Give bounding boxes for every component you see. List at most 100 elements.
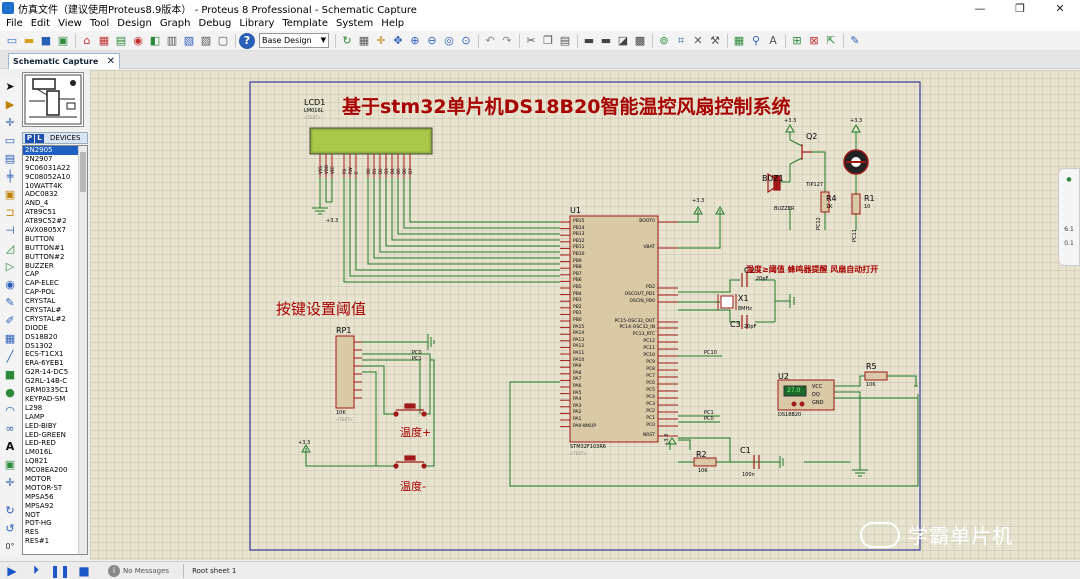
device-item[interactable]: AT89C51 bbox=[25, 208, 57, 217]
copy-icon[interactable]: ❐ bbox=[543, 33, 553, 47]
device-item[interactable]: ADC0832 bbox=[25, 190, 58, 199]
device-item[interactable]: BUTTON#2 bbox=[25, 252, 65, 261]
stop-icon[interactable]: ■ bbox=[78, 563, 90, 578]
device-item[interactable]: MPSA56 bbox=[25, 492, 54, 501]
save-icon[interactable]: ■ bbox=[40, 33, 52, 47]
origin-icon[interactable]: ✛ bbox=[376, 33, 386, 47]
device-item[interactable]: MPSA92 bbox=[25, 501, 54, 510]
device-item[interactable]: MOTOR-ST bbox=[25, 483, 63, 492]
menu-file[interactable]: File bbox=[6, 18, 23, 29]
new-sheet-icon[interactable]: ⊞ bbox=[792, 33, 802, 47]
rotate-cw-icon[interactable]: ↻ bbox=[5, 504, 15, 517]
circle-2d-icon[interactable]: ● bbox=[5, 386, 15, 399]
block-delete-icon[interactable]: ▩ bbox=[634, 33, 646, 47]
device-item[interactable]: MC08EA200 bbox=[25, 466, 68, 475]
device-item[interactable]: RES bbox=[25, 528, 39, 537]
menu-graph[interactable]: Graph bbox=[159, 18, 191, 29]
notes-icon[interactable]: ▢ bbox=[217, 33, 229, 47]
source-code-icon[interactable]: ▨ bbox=[200, 33, 212, 47]
graph-icon[interactable]: ◿ bbox=[5, 242, 15, 255]
c3-capacitor[interactable] bbox=[741, 315, 748, 329]
c2-capacitor[interactable] bbox=[741, 273, 748, 287]
scroll-thumb[interactable] bbox=[80, 152, 86, 192]
search-icon[interactable]: ⚲ bbox=[751, 33, 761, 47]
subcircuit-icon[interactable]: ▣ bbox=[4, 188, 16, 201]
menu-edit[interactable]: Edit bbox=[30, 18, 51, 29]
paste-icon[interactable]: ▤ bbox=[559, 33, 571, 47]
device-item[interactable]: DIODE bbox=[25, 323, 48, 332]
grid-icon[interactable]: ▦ bbox=[358, 33, 370, 47]
device-item[interactable]: MOTOR bbox=[25, 474, 52, 483]
r5-resistor[interactable] bbox=[864, 371, 888, 381]
junction-dot-icon[interactable]: ✛ bbox=[5, 116, 15, 129]
zoom-all-icon[interactable]: ◎ bbox=[444, 33, 454, 47]
box-2d-icon[interactable]: ■ bbox=[4, 368, 16, 381]
step-icon[interactable]: ⏵ bbox=[32, 563, 39, 577]
wire-autorouter-icon[interactable]: ▦ bbox=[733, 33, 745, 47]
block-copy-icon[interactable]: ▬ bbox=[583, 33, 595, 47]
text-2d-icon[interactable]: A bbox=[5, 440, 15, 453]
device-pin-icon[interactable]: ⊣ bbox=[5, 224, 15, 237]
path-2d-icon[interactable]: ∞ bbox=[5, 422, 15, 435]
menu-system[interactable]: System bbox=[336, 18, 374, 29]
zoom-in-icon[interactable]: ⊕ bbox=[410, 33, 420, 47]
device-item[interactable]: BUZZER bbox=[25, 261, 54, 270]
pause-icon[interactable]: ❚❚ bbox=[49, 563, 71, 578]
overview-window[interactable] bbox=[22, 72, 84, 127]
r4-resistor[interactable] bbox=[820, 191, 830, 213]
device-item[interactable]: LED-RED bbox=[25, 439, 56, 448]
menu-view[interactable]: View bbox=[58, 18, 82, 29]
wire-label-icon[interactable]: ▭ bbox=[4, 134, 16, 147]
menu-help[interactable]: Help bbox=[381, 18, 405, 29]
edit-icon[interactable]: ✎ bbox=[850, 33, 860, 47]
button-temp-up[interactable] bbox=[393, 403, 427, 417]
zoom-out-icon[interactable]: ⊖ bbox=[427, 33, 437, 47]
device-item[interactable]: 9C08052A10 bbox=[25, 172, 71, 181]
tape-recorder-icon[interactable]: ▷ bbox=[5, 260, 15, 273]
messages-status[interactable]: No Messages bbox=[123, 566, 170, 575]
buzzer-component[interactable] bbox=[767, 172, 781, 194]
x1-crystal[interactable] bbox=[717, 294, 737, 310]
device-item[interactable]: LQ821 bbox=[25, 457, 48, 466]
device-item[interactable]: DS1302 bbox=[25, 341, 53, 350]
import-icon[interactable]: ▣ bbox=[57, 33, 69, 47]
device-item[interactable]: G2RL-14B-C bbox=[25, 377, 68, 386]
bom-icon[interactable]: ▧ bbox=[183, 33, 195, 47]
device-item[interactable]: KEYPAD-SM bbox=[25, 394, 66, 403]
schematic-canvas[interactable]: 基于stm32单片机DS18B20智能温控风扇控制系统 LCD1 LM016L … bbox=[90, 70, 1080, 560]
device-item[interactable]: BUTTON bbox=[25, 234, 55, 243]
device-item[interactable]: L298 bbox=[25, 403, 43, 412]
menu-debug[interactable]: Debug bbox=[198, 18, 232, 29]
menu-template[interactable]: Template bbox=[282, 18, 328, 29]
device-item[interactable]: 9C06031A22 bbox=[25, 163, 71, 172]
device-item[interactable]: CRYSTAL# bbox=[25, 306, 62, 315]
r2-resistor[interactable] bbox=[693, 457, 717, 467]
q2-transistor[interactable] bbox=[801, 144, 812, 160]
right-side-panel[interactable]: ● 6.1 0.1 bbox=[1058, 168, 1080, 266]
rotation-angle-icon[interactable]: 0° bbox=[5, 542, 15, 551]
pan-icon[interactable]: ✥ bbox=[393, 33, 403, 47]
new-file-icon[interactable]: ▭ bbox=[6, 33, 18, 47]
remove-sheet-icon[interactable]: ⊠ bbox=[809, 33, 819, 47]
device-item[interactable]: G2R-14-DC5 bbox=[25, 368, 69, 377]
device-item[interactable]: AT89C52#2 bbox=[25, 217, 67, 226]
u1-mcu-component[interactable] bbox=[560, 215, 678, 443]
design-explorer-icon[interactable]: ▥ bbox=[166, 33, 178, 47]
zoom-area-icon[interactable]: ⊙ bbox=[461, 33, 471, 47]
pick-devices-button[interactable]: P bbox=[25, 133, 34, 143]
device-item[interactable]: CRYSTAL#2 bbox=[25, 314, 66, 323]
maximize-button[interactable]: ❐ bbox=[1015, 1, 1025, 15]
device-item[interactable]: AND_4 bbox=[25, 199, 49, 208]
device-item[interactable]: ECS-T1CX1 bbox=[25, 350, 64, 359]
rotate-ccw-icon[interactable]: ↺ bbox=[5, 522, 15, 535]
button-temp-down[interactable] bbox=[393, 455, 427, 469]
undo-icon[interactable]: ↶ bbox=[485, 33, 495, 47]
r1-resistor[interactable] bbox=[851, 193, 861, 215]
pcb-icon[interactable]: ▤ bbox=[115, 33, 127, 47]
device-item[interactable]: LED-GREEN bbox=[25, 430, 66, 439]
device-item[interactable]: CAP-POL bbox=[25, 288, 55, 297]
lcd1-component[interactable] bbox=[309, 127, 433, 178]
minimize-button[interactable]: — bbox=[974, 1, 986, 15]
device-item[interactable]: CRYSTAL bbox=[25, 297, 56, 306]
u2-ds18b20[interactable] bbox=[777, 379, 835, 411]
